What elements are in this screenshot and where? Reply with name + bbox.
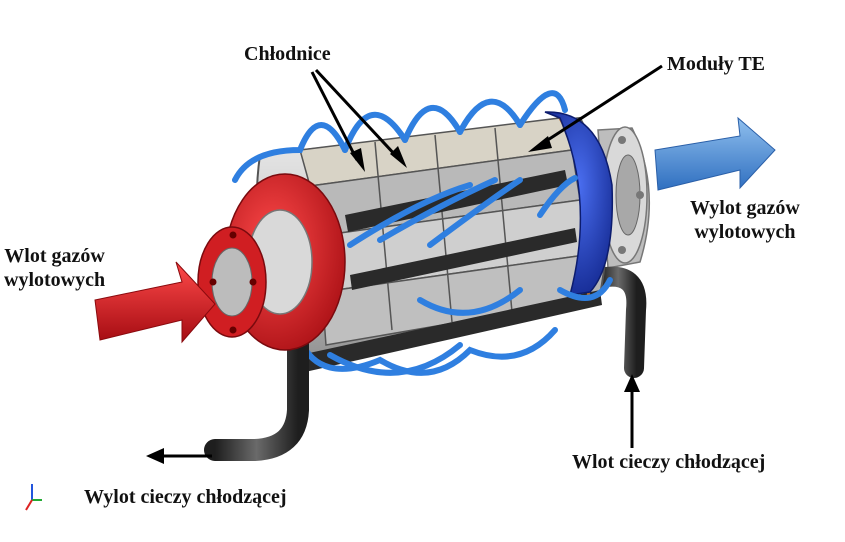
label-gas-inlet-line1: Wlot gazów (4, 245, 105, 267)
coolant-outlet-pipe (204, 329, 309, 461)
label-gas-outlet-line1: Wylot gazów (690, 197, 800, 219)
label-gas-outlet-line2: wylotowych (694, 221, 796, 243)
label-gas-inlet-line2: wylotowych (4, 269, 106, 291)
label-coolers: Chłodnice (244, 43, 331, 65)
coolant-hoses (232, 90, 613, 376)
gas-outlet-arrow (654, 116, 776, 191)
label-coolant-outlet: Wylot cieczy chłodzącej (84, 486, 287, 508)
outlet-flange-blue (544, 111, 614, 296)
coolant-inlet-pipe (590, 266, 647, 378)
inlet-flange-red (197, 173, 346, 351)
callout-arrows (146, 64, 663, 464)
label-te-modules: Moduły TE (667, 53, 765, 75)
label-coolant-inlet: Wlot cieczy chłodzącej (572, 451, 766, 473)
outlet-flange-plate (597, 126, 651, 269)
axis-triad-icon (25, 484, 42, 511)
label-gas-inlet: Wlot gazów wylotowych (4, 244, 105, 292)
gas-inlet-arrow (94, 261, 216, 344)
label-gas-outlet: Wylot gazów wylotowych (690, 196, 800, 244)
